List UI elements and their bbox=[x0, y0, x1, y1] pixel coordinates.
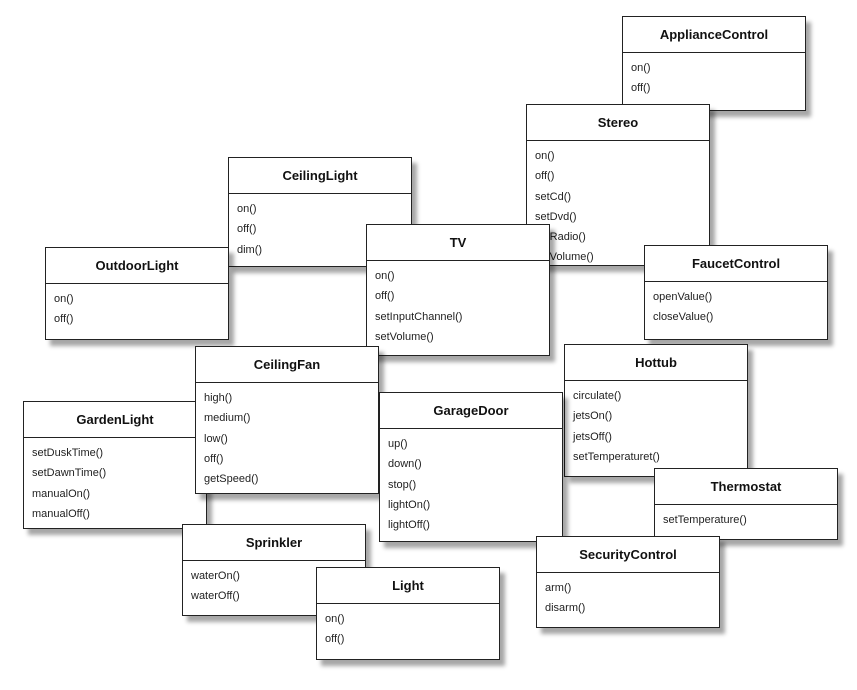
method: setDvd() bbox=[535, 210, 577, 223]
method: off() bbox=[54, 313, 74, 326]
method: getSpeed() bbox=[204, 473, 259, 486]
class-garden-light: GardenLight setDuskTime() setDawnTime() … bbox=[23, 401, 207, 529]
class-outdoor-light: OutdoorLight on() off() bbox=[45, 247, 229, 340]
method-list: setTemperature() bbox=[655, 505, 837, 530]
method: setCd() bbox=[535, 190, 572, 203]
method: on() bbox=[631, 62, 651, 74]
method: off() bbox=[535, 170, 555, 183]
method: setInputChannel() bbox=[375, 310, 463, 323]
class-name: TV bbox=[367, 225, 549, 261]
method: off() bbox=[237, 223, 257, 236]
method-list: waterOn() waterOff() bbox=[183, 561, 365, 607]
method-list: on() off() bbox=[46, 284, 228, 330]
class-name: OutdoorLight bbox=[46, 248, 228, 284]
method: off() bbox=[631, 82, 651, 95]
class-faucet-control: FaucetControl openValue() closeValue() bbox=[644, 245, 828, 340]
class-light: Light on() off() bbox=[316, 567, 500, 660]
method: on() bbox=[535, 150, 555, 162]
method: circulate() bbox=[573, 390, 622, 402]
method-list: circulate() jetsOn() jetsOff() setTemper… bbox=[565, 381, 747, 467]
method: on() bbox=[54, 293, 74, 305]
method: arm() bbox=[545, 582, 572, 594]
method: dim() bbox=[237, 243, 263, 256]
method: on() bbox=[375, 270, 395, 282]
class-name: CeilingLight bbox=[229, 158, 411, 194]
method: manualOff() bbox=[32, 507, 90, 520]
class-ceiling-fan: CeilingFan high() medium() low() off() g… bbox=[195, 346, 379, 494]
method-list: on() off() setInputChannel() setVolume() bbox=[367, 261, 549, 347]
class-appliance-control: ApplianceControl on() off() bbox=[622, 16, 806, 111]
class-name: FaucetControl bbox=[645, 246, 827, 282]
method: setDuskTime() bbox=[32, 447, 104, 459]
method: setTemperature() bbox=[663, 514, 747, 526]
class-name: ApplianceControl bbox=[623, 17, 805, 53]
method: disarm() bbox=[545, 602, 586, 615]
method: medium() bbox=[204, 412, 251, 425]
method: stop() bbox=[388, 478, 417, 491]
class-name: Hottub bbox=[565, 345, 747, 381]
method: on() bbox=[237, 203, 257, 215]
class-name: GarageDoor bbox=[380, 393, 562, 429]
class-name: GardenLight bbox=[24, 402, 206, 438]
method: jetsOff() bbox=[573, 430, 612, 443]
class-tv: TV on() off() setInputChannel() setVolum… bbox=[366, 224, 550, 356]
method: off() bbox=[204, 452, 224, 465]
class-thermostat: Thermostat setTemperature() bbox=[654, 468, 838, 540]
method: lightOn() bbox=[388, 498, 431, 511]
method: waterOff() bbox=[191, 590, 240, 603]
method-list: on() off() dim() bbox=[229, 194, 411, 260]
class-stereo: Stereo on() off() setCd() setDvd() setRa… bbox=[526, 104, 710, 266]
method: lightOff() bbox=[388, 519, 430, 532]
method: closeValue() bbox=[653, 311, 714, 324]
class-garage-door: GarageDoor up() down() stop() lightOn() … bbox=[379, 392, 563, 542]
method-list: openValue() closeValue() bbox=[645, 282, 827, 328]
method: on() bbox=[325, 613, 345, 625]
method: openValue() bbox=[653, 291, 713, 303]
method: off() bbox=[325, 633, 345, 646]
class-name: SecurityControl bbox=[537, 537, 719, 573]
method: low() bbox=[204, 432, 228, 445]
method: down() bbox=[388, 458, 422, 471]
method: off() bbox=[375, 290, 395, 303]
method-list: setDuskTime() setDawnTime() manualOn() m… bbox=[24, 438, 206, 524]
method: high() bbox=[204, 392, 233, 404]
method-list: on() off() bbox=[623, 53, 805, 99]
method-list: arm() disarm() bbox=[537, 573, 719, 619]
class-name: CeilingFan bbox=[196, 347, 378, 383]
method-list: on() off() bbox=[317, 604, 499, 650]
class-security-control: SecurityControl arm() disarm() bbox=[536, 536, 720, 628]
method-list: up() down() stop() lightOn() lightOff() bbox=[380, 429, 562, 535]
method: jetsOn() bbox=[573, 410, 613, 423]
method: up() bbox=[388, 438, 408, 450]
class-name: Sprinkler bbox=[183, 525, 365, 561]
class-hottub: Hottub circulate() jetsOn() jetsOff() se… bbox=[564, 344, 748, 477]
class-name: Light bbox=[317, 568, 499, 604]
method: waterOn() bbox=[191, 570, 240, 582]
class-name: Thermostat bbox=[655, 469, 837, 505]
method-list: high() medium() low() off() getSpeed() bbox=[196, 383, 378, 489]
method: setTemperaturet() bbox=[573, 450, 660, 463]
class-name: Stereo bbox=[527, 105, 709, 141]
method: manualOn() bbox=[32, 487, 91, 500]
method: setDawnTime() bbox=[32, 467, 107, 480]
method: setVolume() bbox=[375, 330, 434, 343]
